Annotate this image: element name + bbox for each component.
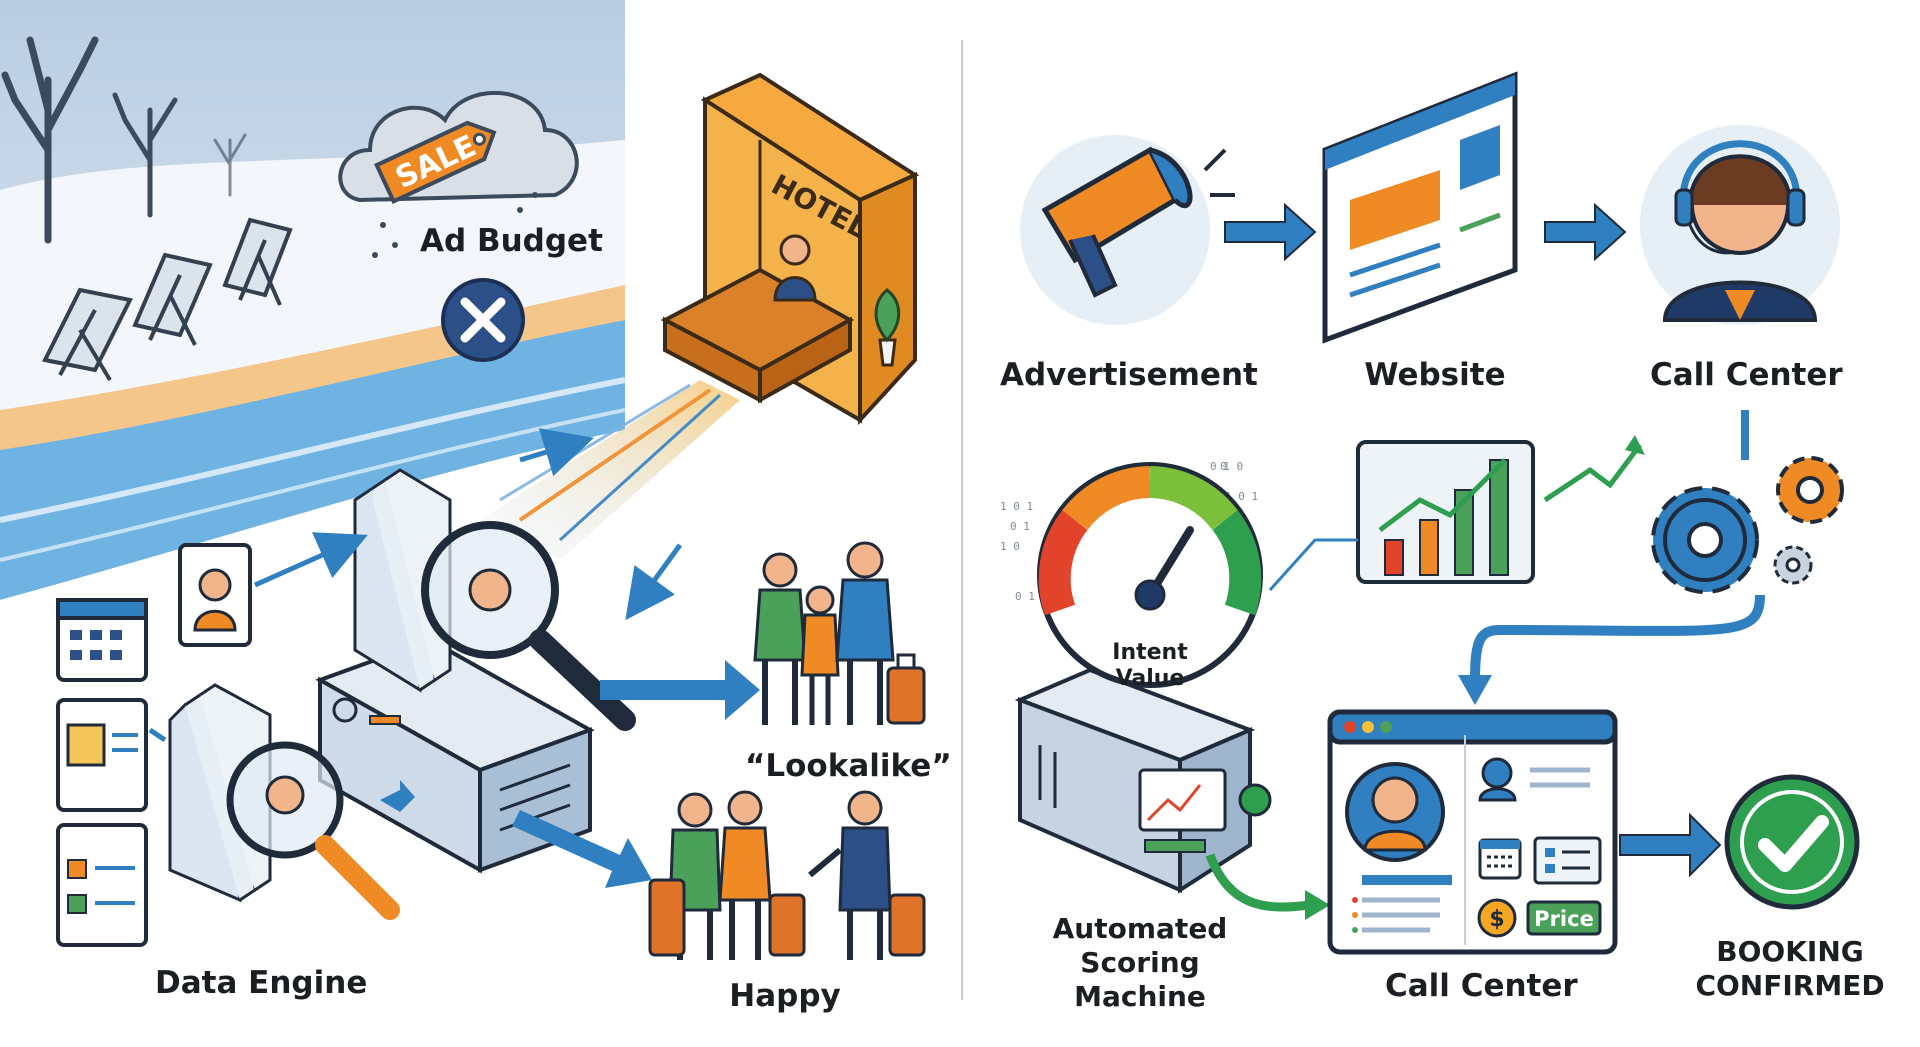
- plant-icon: [874, 288, 901, 367]
- arrow-to-lookalike: [600, 660, 760, 720]
- svg-text:1 0: 1 0: [1000, 540, 1020, 553]
- flow-arrow: [1619, 812, 1722, 878]
- close-icon: [441, 278, 525, 362]
- agent-headset-icon: [1640, 125, 1840, 325]
- suitcase-icon: [886, 653, 926, 725]
- price-chip: Price: [1534, 907, 1594, 931]
- checkmark-icon: [1724, 774, 1860, 910]
- beach-chair-icon: [42, 217, 293, 382]
- receptionist-icon: [773, 234, 817, 302]
- call-center-bottom-label: Call Center: [1385, 968, 1578, 1004]
- family-icon: [668, 790, 892, 960]
- flow-arrow-head: [1458, 675, 1492, 705]
- gauge-label: Intent Value: [1112, 640, 1188, 691]
- profile-card-icon: [178, 543, 252, 647]
- flow-arrow: [1544, 202, 1627, 262]
- svg-text:$: $: [1489, 907, 1504, 932]
- profile-card-icon: [56, 698, 148, 812]
- leafless-tree-icon: [1, 36, 247, 244]
- svg-text:0 1: 0 1: [1010, 520, 1030, 533]
- arrow-to-happy: [512, 810, 652, 888]
- flow-label-call-center: Call Center: [1650, 357, 1843, 393]
- winter-scene: [0, 0, 626, 1047]
- happy-label: Happy: [729, 978, 841, 1014]
- gear-icon: [1651, 456, 1844, 594]
- trend-arrow: [1625, 435, 1645, 455]
- flow-arrow-small: [380, 780, 415, 812]
- svg-text:0 1 0: 0 1 0: [1210, 460, 1243, 473]
- megaphone-icon: [1020, 135, 1235, 325]
- ad-budget-label: Ad Budget: [420, 223, 603, 259]
- scoring-machine-label: Automated Scoring Machine: [1052, 912, 1228, 1013]
- light-beam: [480, 380, 740, 560]
- sale-tag-icon: [374, 120, 497, 205]
- flow-label-website: Website: [1364, 357, 1506, 393]
- calendar-icon: [56, 598, 148, 682]
- booking-confirmed-label: BOOKING CONFIRMED: [1695, 935, 1885, 1002]
- flow-arrow: [148, 428, 683, 743]
- flow-arrow: [1224, 202, 1317, 262]
- svg-text:1 0 1: 1 0 1: [1000, 500, 1033, 513]
- bar-chart-icon: [1356, 440, 1535, 584]
- flow-arrow: [1205, 853, 1311, 912]
- gauge-icon: [1014, 462, 1272, 894]
- connector-line: [1268, 538, 1358, 592]
- flow-pipe: [1470, 594, 1765, 681]
- checklist-icon: [56, 823, 148, 947]
- binary-texture: 1 0 10 11 00 1 1 0 1 01 0 11 10: [1000, 460, 1258, 603]
- lookalike-label: “Lookalike”: [745, 748, 952, 784]
- dollar-icon: $: [1477, 898, 1517, 938]
- data-engine-label: Data Engine: [155, 965, 368, 1001]
- flow-arrow-head: [1305, 890, 1330, 920]
- flow-label-advertisement: Advertisement: [1000, 357, 1258, 393]
- suitcase-icon: [648, 878, 926, 957]
- magnifier-icon: [421, 521, 636, 731]
- browser-icon: [1322, 71, 1518, 344]
- family-icon: [753, 541, 895, 725]
- calendar-icon: [1478, 838, 1522, 880]
- svg-text:0: 0: [1220, 460, 1227, 473]
- trend-line: [1543, 443, 1642, 503]
- magnifier-icon: [226, 741, 400, 920]
- dashboard-window: $: [1327, 709, 1618, 955]
